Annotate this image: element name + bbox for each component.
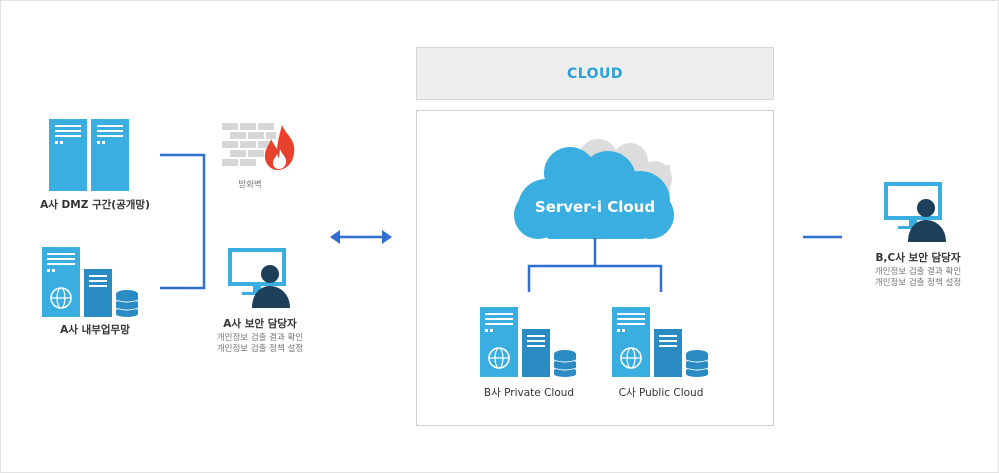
a-admin-label: A사 보안 담당자 <box>223 318 297 330</box>
server-i-cloud-label: Server-i Cloud <box>534 198 656 216</box>
firewall-label: 방화벽 <box>238 180 262 190</box>
a-admin-sub2: 개인정보 검출 정책 설정 <box>216 344 304 354</box>
bc-admin-person-icon <box>884 182 946 242</box>
cloud-section-header: CLOUD <box>416 47 774 100</box>
internal-label: A사 내부업무망 <box>60 324 130 336</box>
b-private-label: B사 Private Cloud <box>483 387 575 399</box>
c-public-server-icon <box>612 307 709 377</box>
dmz-server-icon <box>49 119 129 191</box>
internal-server-icon <box>42 247 139 317</box>
bc-admin-sub2: 개인정보 검출 정책 설정 <box>874 278 962 288</box>
b-private-server-icon <box>480 307 577 377</box>
a-admin-person-icon <box>228 248 290 308</box>
bc-admin-sub1: 개인정보 검출 결과 확인 <box>874 267 962 277</box>
bidirectional-arrow <box>330 230 392 244</box>
server-i-cloud-icon <box>514 139 674 239</box>
c-public-label: C사 Public Cloud <box>618 387 704 399</box>
a-admin-sub1: 개인정보 검출 결과 확인 <box>216 333 304 343</box>
firewall-icon <box>222 123 295 170</box>
bc-admin-label: B,C사 보안 담당자 <box>875 252 961 264</box>
dmz-label: A사 DMZ 구간(공개망) <box>40 199 150 211</box>
